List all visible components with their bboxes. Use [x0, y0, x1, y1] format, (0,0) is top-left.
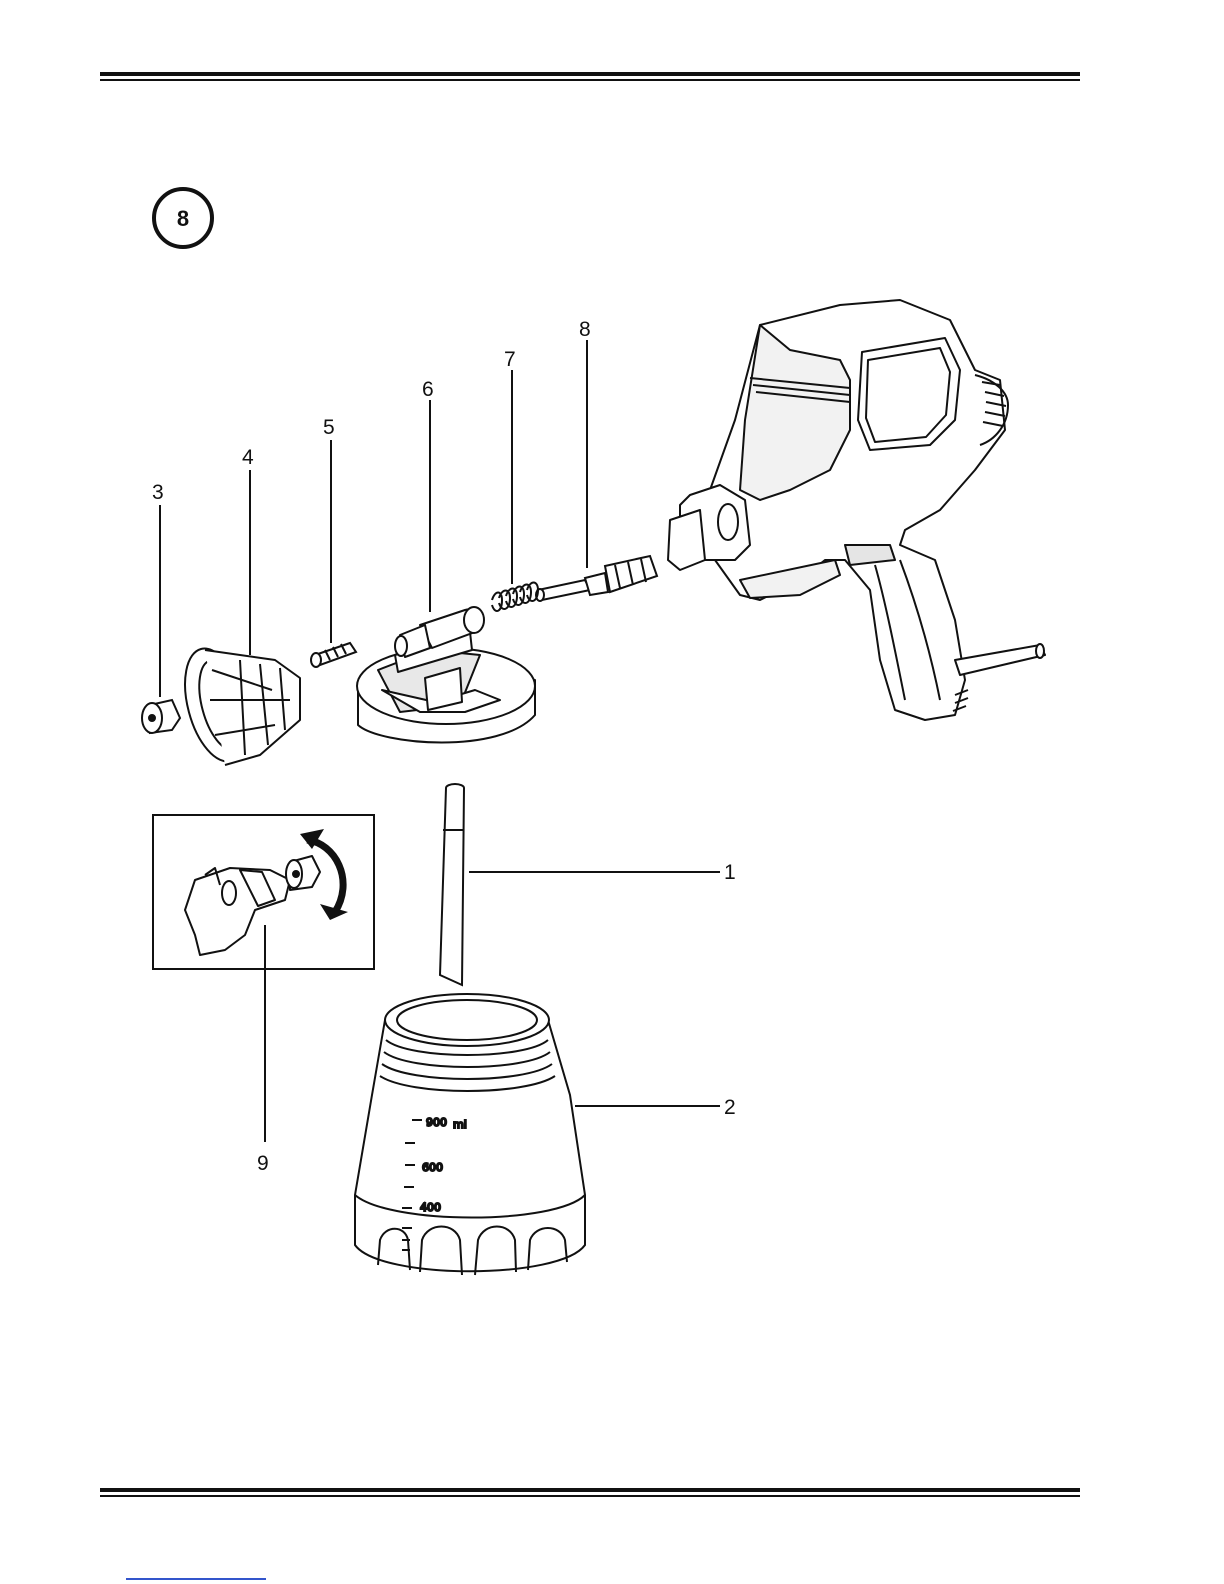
inset-part-9 [153, 815, 374, 969]
footer-rule-thin [100, 1495, 1080, 1497]
part-1-suction-tube [440, 784, 464, 985]
part-7-spring [492, 583, 538, 612]
scale-label-900: 900 [426, 1116, 447, 1129]
part-4-air-cap [174, 642, 300, 769]
part-6-valve-housing [357, 607, 535, 743]
part-2-container: 900 ml 600 400 [355, 994, 585, 1275]
footer-rule-thick [100, 1488, 1080, 1492]
scale-unit: ml [453, 1118, 467, 1131]
step-badge: 8 [154, 189, 212, 247]
scale-label-400: 400 [420, 1201, 441, 1214]
callout-3: 3 [152, 481, 164, 504]
callout-7: 7 [504, 348, 516, 371]
callout-8: 8 [579, 318, 591, 341]
scale-label-600: 600 [422, 1161, 443, 1174]
callout-5: 5 [323, 416, 335, 439]
callout-9: 9 [257, 1152, 269, 1175]
part-5-needle [311, 643, 356, 667]
part-8-piston-rod [536, 556, 657, 601]
callout-6: 6 [422, 378, 434, 401]
footer-link-underline[interactable] [126, 1578, 266, 1580]
step-number: 8 [177, 206, 189, 231]
part-3-nozzle [142, 700, 180, 733]
callout-1: 1 [724, 861, 736, 884]
callout-4: 4 [242, 446, 254, 469]
callout-2: 2 [724, 1096, 736, 1119]
spray-gun-body [668, 300, 1045, 720]
